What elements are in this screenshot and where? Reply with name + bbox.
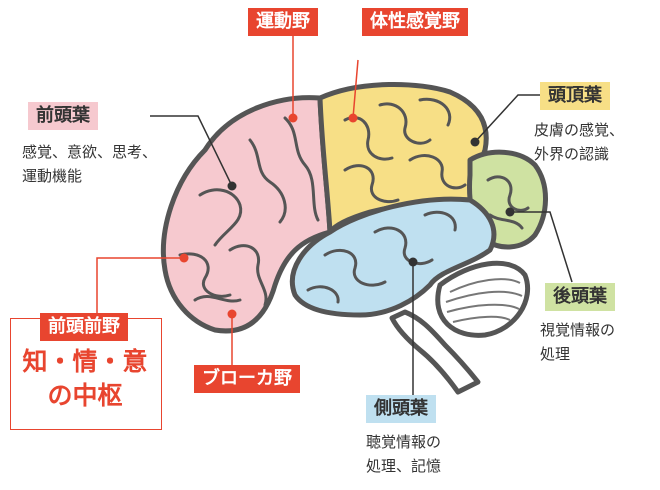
temporal-lobe-description: 聴覚情報の 処理、記憶 [366,433,442,475]
parietal-lobe-description: 皮膚の感覚、 外界の認識 [534,121,625,163]
leader-lines [96,30,573,395]
frontal-leader [150,115,233,187]
occipital-lobe-label: 後頭葉 [545,283,615,311]
broca-area-label: ブローカ野 [194,365,300,393]
cerebellum-folds [445,278,523,323]
somatosensory-cortex-label: 体性感覚野 [362,8,468,36]
somatosensory-leader [352,59,359,119]
temporal-lobe-label: 側頭葉 [366,395,436,423]
occipital-lobe-description: 視覚情報の 処理 [540,321,616,363]
frontal-lobe-description: 感覚、意欲、思考、 運動機能 [22,143,158,185]
motor-cortex-label: 運動野 [248,8,318,36]
leader-dots [179,113,515,319]
prefrontal-cortex-label: 前頭前野 [40,313,128,341]
prefrontal-description-line2: の中枢 [47,381,123,410]
gyri-lines [178,97,530,307]
temporal-lobe [289,196,497,318]
prefrontal-description-line1: 知・情・意 [22,347,148,376]
prefrontal-leader [96,257,184,320]
occipital-leader [510,211,573,283]
frontal-lobe-label: 前頭葉 [28,102,98,130]
parietal-leader [474,94,542,143]
parietal-lobe-label: 頭頂葉 [540,82,610,110]
